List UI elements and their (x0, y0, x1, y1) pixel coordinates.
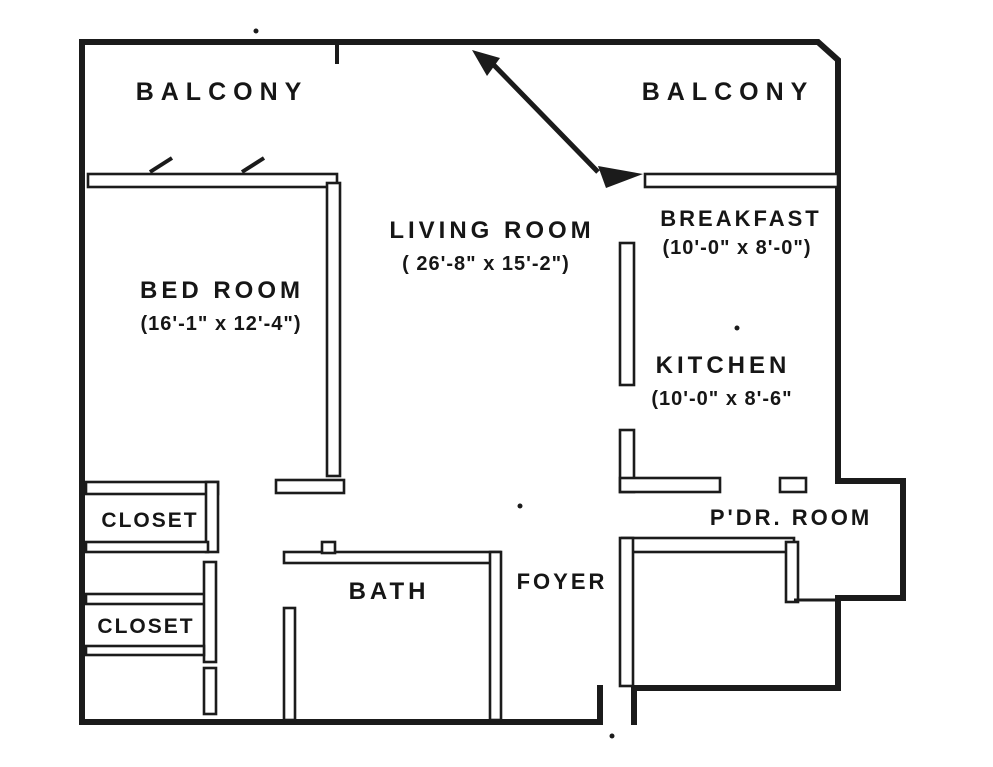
label-powder-room: P'DR. ROOM (710, 505, 872, 530)
dims-kitchen: (10'-0" x 8'-6" (651, 388, 792, 410)
wall-balcony-left (86, 172, 339, 189)
label-living-room: LIVING ROOM (389, 217, 594, 244)
label-balcony-left: BALCONY (136, 78, 309, 106)
wall-closet-lower-bottom (84, 644, 206, 657)
dims-breakfast: (10'-0" x 8'-0") (663, 237, 812, 259)
wall-kitchen-right-stub (778, 476, 808, 494)
ink-speck (734, 325, 740, 331)
wall-bath-right (488, 550, 503, 722)
diagonal-top-flag (472, 50, 500, 76)
label-kitchen: KITCHEN (656, 352, 791, 379)
balcony-door-tick-2 (240, 156, 266, 174)
wall-bedroom-living (325, 181, 342, 478)
wall-kitchen-lower-h (618, 476, 722, 494)
label-bed-room: BED ROOM (140, 277, 304, 304)
ink-speck (609, 733, 615, 739)
wall-powder-top (620, 536, 796, 554)
dims-living-room: ( 26'-8" x 15'-2") (402, 253, 570, 275)
wall-hall-stub (202, 666, 218, 716)
wall-balcony-right (643, 172, 840, 189)
outer-wall (79, 39, 906, 725)
wall-closet-upper-bottom (84, 540, 210, 554)
wall-bath-top-tick (320, 540, 337, 555)
wall-bedroom-bottom (84, 480, 220, 496)
wall-closet-upper-right (204, 480, 220, 554)
label-breakfast: BREAKFAST (660, 206, 821, 231)
wall-kitchen-upper (618, 241, 636, 387)
label-closet-upper: CLOSET (101, 509, 198, 532)
wall-closet-lower-top (84, 592, 208, 606)
diagonal-bottom-flag (598, 166, 643, 188)
label-closet-lower: CLOSET (97, 615, 194, 638)
ink-speck (517, 503, 523, 509)
balcony-diagonal-partition (485, 56, 600, 174)
dims-bed-room: (16'-1" x 12'-4") (140, 313, 301, 335)
wall-powder-door-jamb (784, 540, 800, 604)
wall-foyer-right (618, 536, 635, 688)
wall-bath-top (282, 550, 502, 565)
wall-bedroom-door-stub (274, 478, 346, 495)
label-foyer: FOYER (517, 569, 608, 594)
wall-closet-lower-right (202, 560, 218, 664)
label-bath: BATH (349, 578, 430, 605)
label-balcony-right: BALCONY (642, 78, 815, 106)
ink-speck (253, 28, 259, 34)
wall-bath-left (282, 606, 297, 722)
balcony-door-tick-1 (148, 156, 174, 174)
